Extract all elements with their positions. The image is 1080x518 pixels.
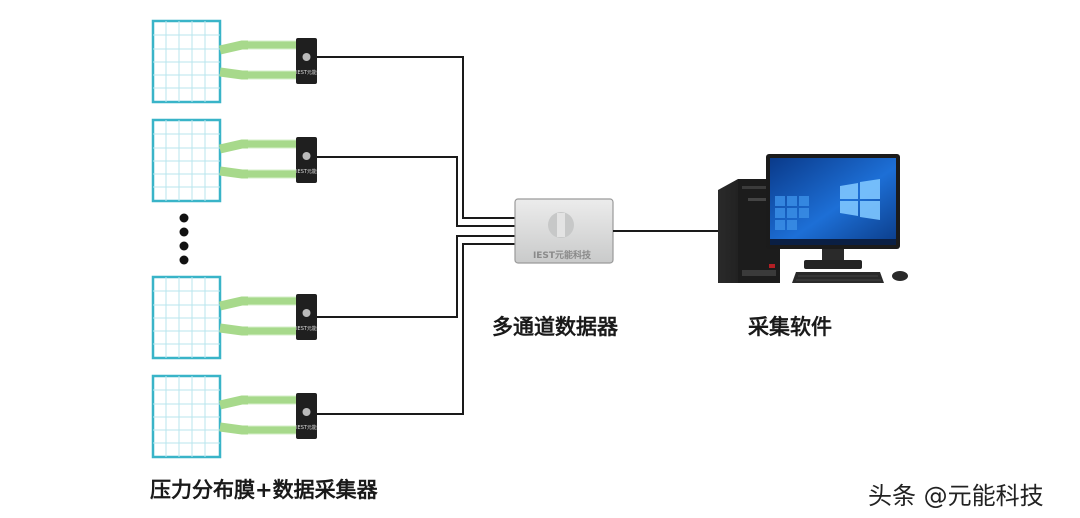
more-units-ellipsis [179, 213, 189, 265]
start-menu-tiles [775, 196, 809, 230]
collector-brand-1: IEST元能 [296, 69, 317, 76]
collector-cables [317, 56, 515, 415]
watermark-text: 头条 @元能科技 [868, 482, 1044, 510]
multichannel-hub: IEST元能科技 [514, 198, 614, 264]
pressure-film-4 [151, 374, 222, 459]
cable-2 [317, 156, 515, 227]
software-label: 采集软件 [748, 315, 832, 339]
data-collector-3: IEST元能 [296, 294, 317, 340]
sensor-group-label: 压力分布膜+数据采集器 [150, 478, 378, 502]
pressure-film-1 [151, 19, 222, 104]
film-ribbon-4 [219, 395, 296, 435]
film-ribbon-1 [219, 40, 296, 80]
cable-1 [317, 56, 515, 219]
data-collector-2: IEST元能 [296, 137, 317, 183]
data-collector-1: IEST元能 [296, 38, 317, 84]
cable-3 [317, 235, 515, 318]
pressure-film-2 [151, 118, 222, 203]
keyboard [792, 272, 884, 283]
mouse [892, 271, 908, 281]
cable-4 [317, 243, 515, 415]
windows-logo-icon [840, 179, 880, 220]
sensor-unit-1: IEST元能 [151, 19, 317, 104]
collector-brand-4: IEST元能 [296, 424, 317, 431]
data-collector-4: IEST元能 [296, 393, 317, 439]
collector-brand-2: IEST元能 [296, 168, 317, 175]
hub-label: 多通道数据器 [492, 315, 618, 339]
film-ribbon-2 [219, 139, 296, 179]
pc-monitor [766, 154, 900, 269]
film-ribbon-3 [219, 296, 296, 336]
sensor-unit-4: IEST元能 [151, 374, 317, 459]
sensor-unit-2: IEST元能 [151, 118, 317, 203]
collector-brand-3: IEST元能 [296, 325, 317, 332]
sensor-unit-3: IEST元能 [151, 275, 317, 360]
pressure-film-3 [151, 275, 222, 360]
hub-brand-text: IEST元能科技 [533, 249, 592, 261]
desktop-computer [718, 154, 908, 283]
